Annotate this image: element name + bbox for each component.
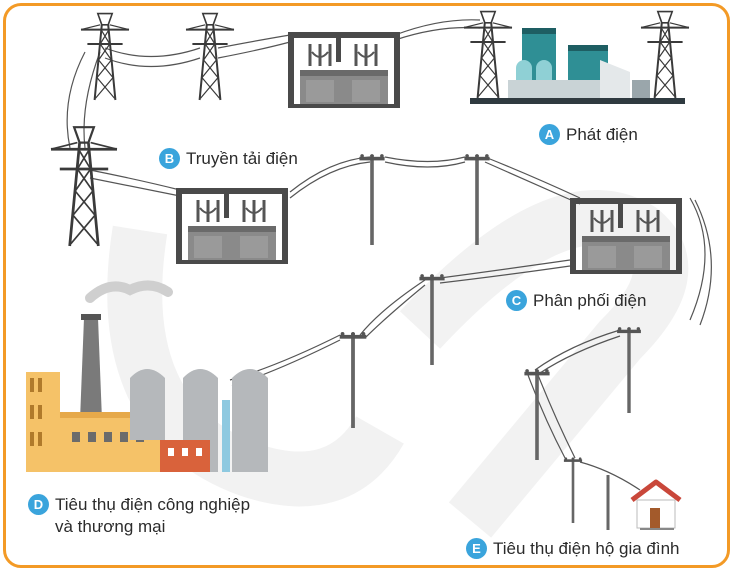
badge-a: A xyxy=(539,124,560,145)
label-generation-text: Phát điện xyxy=(566,125,638,144)
badge-c: C xyxy=(506,290,527,311)
label-household-text: Tiêu thụ điện hộ gia đình xyxy=(493,539,680,558)
label-transmission: B Truyền tải điện xyxy=(159,148,298,170)
factory-art xyxy=(26,280,268,472)
badge-b: B xyxy=(159,148,180,169)
label-industrial-line1: Tiêu thụ điện công nghiệp xyxy=(55,495,251,514)
label-distribution: C Phân phối điện xyxy=(506,290,646,312)
diagram-artwork xyxy=(26,10,712,538)
diagram-frame: A Phát điện B Truyền tải điện C Phân phố… xyxy=(3,3,730,568)
label-household: E Tiêu thụ điện hộ gia đình xyxy=(466,538,680,560)
label-transmission-text: Truyền tải điện xyxy=(186,149,298,168)
house-art xyxy=(630,479,682,530)
label-industrial-line2: và thương mại xyxy=(55,517,166,536)
badge-e: E xyxy=(466,538,487,559)
badge-d: D xyxy=(28,494,49,515)
label-generation: A Phát điện xyxy=(539,124,638,146)
power-plant-art xyxy=(470,28,685,104)
label-industrial: D Tiêu thụ điện công nghiệp và thương mạ… xyxy=(28,494,250,538)
label-distribution-text: Phân phối điện xyxy=(533,291,647,310)
